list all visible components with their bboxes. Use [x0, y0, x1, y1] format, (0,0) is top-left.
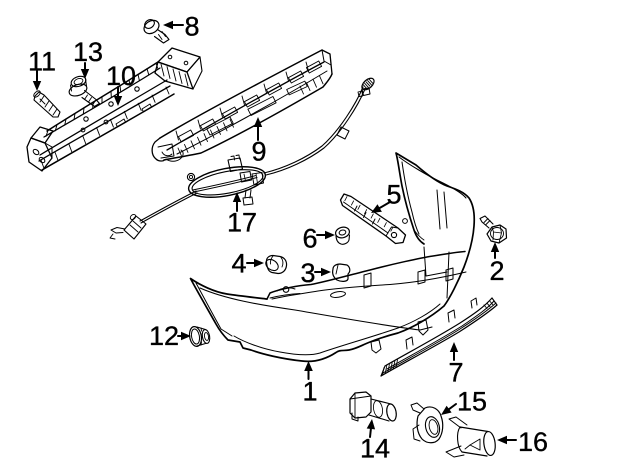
svg-text:9: 9 [251, 137, 266, 167]
svg-text:17: 17 [227, 208, 257, 238]
svg-text:8: 8 [184, 12, 199, 42]
svg-text:14: 14 [360, 434, 390, 464]
svg-text:3: 3 [300, 258, 315, 288]
svg-text:16: 16 [518, 427, 548, 457]
svg-text:6: 6 [302, 224, 317, 254]
svg-text:7: 7 [448, 358, 463, 388]
svg-text:15: 15 [457, 387, 487, 417]
svg-text:13: 13 [73, 37, 103, 67]
svg-text:5: 5 [386, 180, 401, 210]
svg-text:10: 10 [106, 61, 136, 91]
svg-text:4: 4 [231, 249, 246, 279]
svg-text:11: 11 [28, 47, 56, 77]
svg-text:12: 12 [149, 321, 179, 351]
svg-text:1: 1 [302, 377, 317, 407]
svg-text:2: 2 [489, 256, 504, 286]
